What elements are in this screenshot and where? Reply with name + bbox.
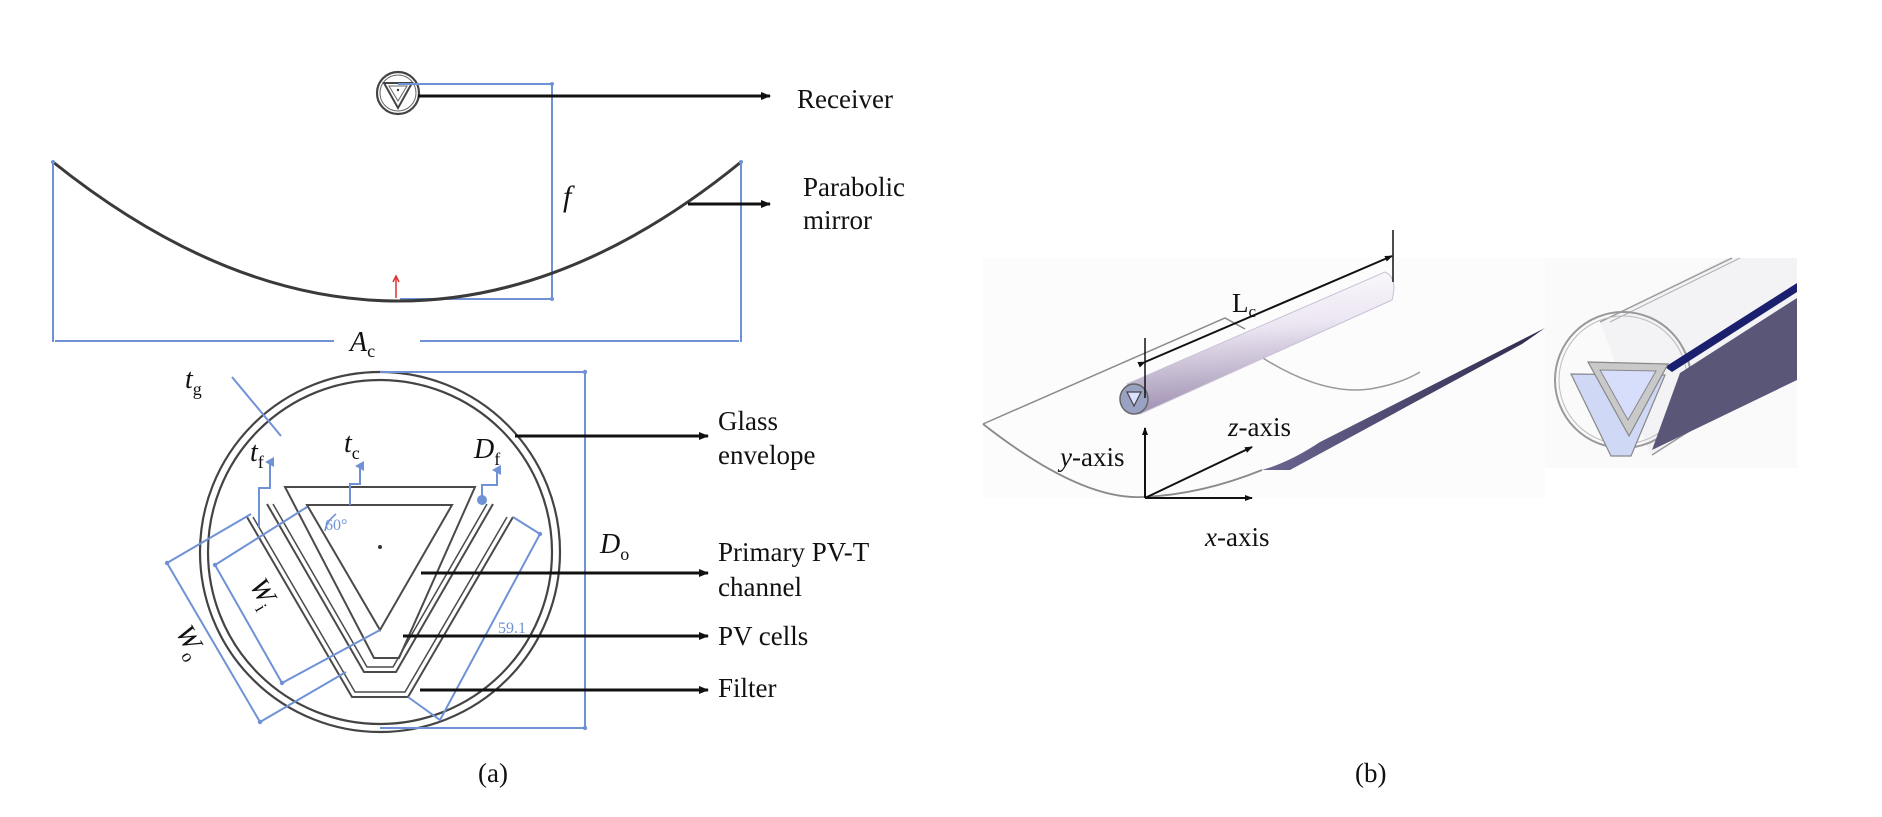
outer-width-dimension [165,513,347,724]
angle-label: 60° [325,517,347,534]
mirror-front-profile [982,423,1263,498]
filter-label: Filter [718,673,777,703]
pv-cells-outline-inner [272,503,488,668]
focal-length-dimension-line [398,83,553,300]
length-symbol: Lc [1232,288,1257,321]
parabolic-mirror-label-line2: mirror [803,205,872,235]
primary-channel-outer [283,486,477,659]
glass-thickness-dimension [231,376,282,437]
angle-arc [324,513,337,532]
detail-pv-cell-face [1652,298,1797,450]
channel-thickness-symbol: tc [344,428,360,463]
panel-a-cross-section: tg tf tc Df Do 60° 59.1 Wi Wo Glass enve… [164,364,870,734]
z-axis-label: z-axis [1227,412,1291,442]
inner-width-dimension [213,506,381,685]
filter-thickness-symbol: tf [250,437,264,472]
parabolic-mirror-curve [52,160,742,303]
length-dimension-line [1137,255,1393,368]
detail-pv-dark-strip [1665,283,1797,372]
primary-channel-label-line2: channel [718,572,802,602]
panel-b-caption: (b) [1355,758,1386,788]
glass-envelope-inner [206,378,554,726]
glass-envelope-outer [198,370,562,734]
outer-diameter-dimension [380,371,586,729]
glass-envelope-label-line2: envelope [718,440,815,470]
primary-channel-inner [305,504,454,632]
inner-width-symbol: Wi [239,573,283,615]
receiver-label: Receiver [797,84,893,114]
aperture-symbol: Ac [348,327,375,361]
receiver-icon [375,70,421,116]
dimension-value-label: 59.1 [498,620,526,637]
channel-thickness-leader [349,461,364,505]
parabolic-mirror-label-line1: Parabolic [803,172,905,202]
filter-outline-inner [252,516,508,693]
outer-diameter-symbol: Do [599,529,629,564]
focal-length-symbol: f [563,180,575,213]
y-axis-label: y-axis [1057,442,1124,472]
glass-envelope-label-line1: Glass [718,406,778,436]
primary-channel-label-line1: Primary PV-T [718,537,870,567]
pv-cells-outline-outer [266,503,494,673]
panel-a-caption: (a) [478,758,508,788]
filter-distance-leader [481,465,501,500]
z-axis-arrow [1144,446,1253,499]
detail-channel-inner [1599,369,1657,422]
filter-outline-outer [246,516,514,698]
panel-b-3d-view: Lc y-axis z-axis x-axis [982,230,1545,552]
filter-thickness-leader [258,457,274,527]
filter-distance-symbol: Df [473,434,500,469]
x-axis-label: x-axis [1204,522,1269,552]
glass-thickness-symbol: tg [185,364,202,399]
value-59-1-dimension [407,516,542,722]
panel-a-parabola-view: Receiver Parabolic mirror f Ac [51,70,905,361]
mirror-back-profile [1254,352,1421,391]
pv-cells-label: PV cells [718,621,808,651]
receiver-detail-closeup [1545,257,1798,468]
